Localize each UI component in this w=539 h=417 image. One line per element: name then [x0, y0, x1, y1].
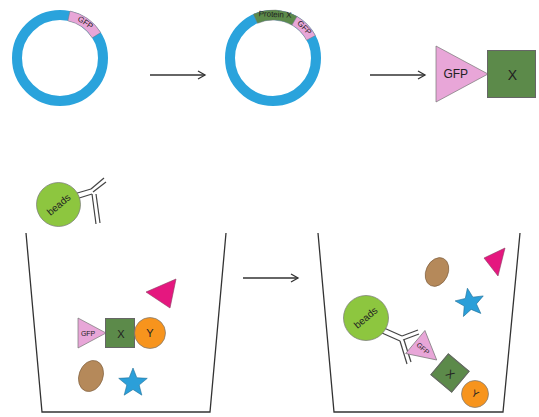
- gfp-segment: GFP: [223, 8, 323, 108]
- beaker: [26, 233, 226, 412]
- plasmid-ring: [17, 15, 103, 101]
- bead: beads: [36, 182, 81, 227]
- magenta-triangle: [146, 279, 176, 308]
- node-outline: [223, 8, 323, 108]
- protein-y: Y: [134, 317, 166, 349]
- blue-star: [453, 286, 486, 318]
- plasmid-ring: [230, 15, 316, 101]
- bead: beads: [343, 295, 389, 341]
- protein-y: Y: [461, 380, 489, 408]
- brown-ellipse: [421, 254, 454, 290]
- beaker: [318, 233, 520, 412]
- brown-ellipse: [74, 357, 107, 395]
- gfp-segment: GFP: [10, 8, 110, 108]
- blue-star: [119, 368, 148, 395]
- shape-label: X: [508, 68, 517, 82]
- shape-label: Y: [146, 328, 153, 339]
- shape-label: GFP: [443, 68, 468, 80]
- shape-label: X: [444, 368, 457, 381]
- protein-x: X: [105, 318, 135, 348]
- gfp-tag: GFP: [436, 46, 488, 102]
- protein-x: X: [487, 50, 536, 98]
- shape-label: X: [117, 329, 124, 340]
- process-arrow: [150, 71, 205, 79]
- process-arrow: [243, 274, 298, 282]
- gfp-tag: GFP: [78, 318, 106, 348]
- magenta-triangle: [484, 248, 505, 276]
- protein-x-segment: Protein X: [223, 8, 323, 108]
- segment-label: Protein X: [259, 10, 292, 20]
- node-outline: [223, 8, 323, 108]
- node-outline: [10, 8, 110, 108]
- process-arrow: [370, 71, 425, 79]
- shape-label: GFP: [81, 330, 95, 337]
